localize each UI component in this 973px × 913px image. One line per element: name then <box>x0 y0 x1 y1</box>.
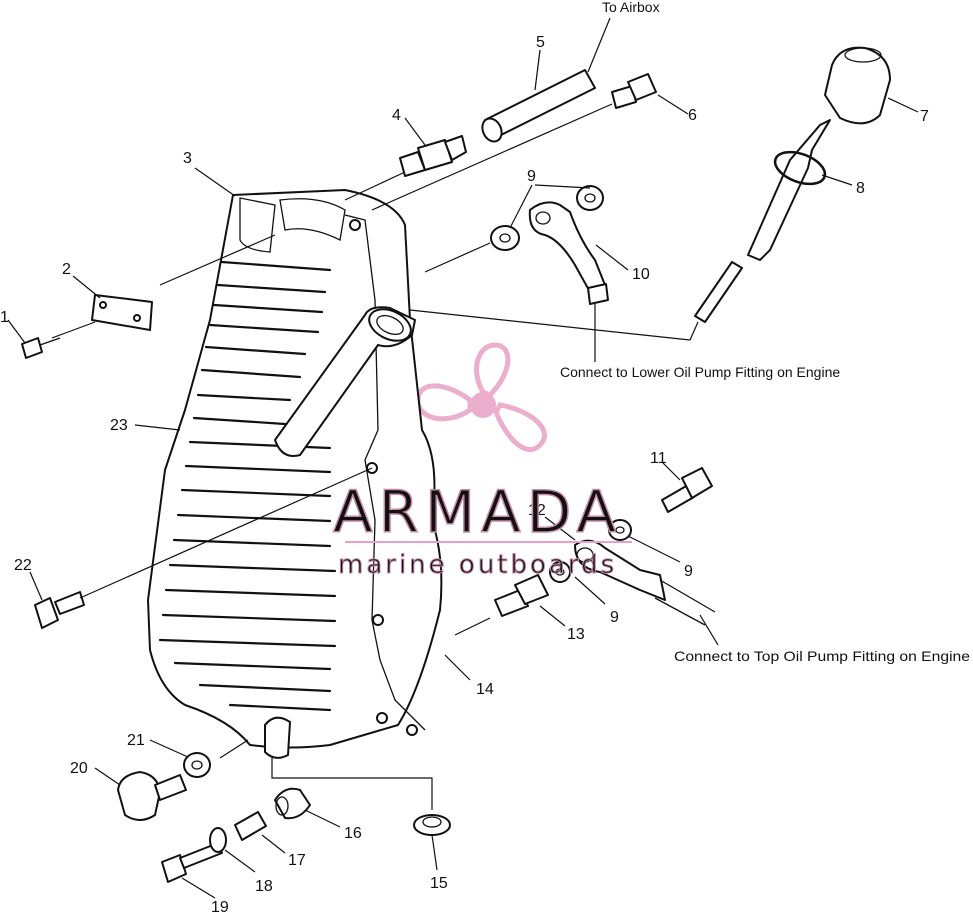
part-4-vent-fitting <box>344 135 467 201</box>
part-8-o-ring <box>773 150 827 186</box>
part-17-sleeve <box>234 811 267 841</box>
part-12-top-fitting <box>549 519 716 626</box>
part-11-bolt <box>661 467 713 513</box>
note-lower-oil-pump: Connect to Lower Oil Pump Fitting on Eng… <box>560 364 840 380</box>
callout-9-right: 9 <box>684 563 693 580</box>
part-16-bushing <box>274 787 311 820</box>
part-1-screw <box>21 321 96 359</box>
callout-17: 17 <box>288 852 306 869</box>
note-top-oil-pump: Connect to Top Oil Pump Fitting on Engin… <box>674 648 970 664</box>
armada-watermark-logo <box>415 342 547 452</box>
callout-22: 22 <box>14 557 32 574</box>
callout-12: 12 <box>528 502 546 519</box>
part-2-bracket <box>91 294 153 331</box>
part-15-grommet <box>413 814 451 836</box>
note-to-airbox: To Airbox <box>602 0 660 15</box>
part-10-lower-fitting <box>424 185 609 357</box>
callout-leaders <box>7 49 919 899</box>
callout-9-upper: 9 <box>527 168 536 185</box>
part-13-sensor <box>454 574 549 636</box>
part-6-bolt <box>371 73 657 211</box>
callout-1: 1 <box>0 309 9 326</box>
callout-3: 3 <box>183 150 192 167</box>
watermark-brand: ARMADA <box>333 478 622 546</box>
callout-10: 10 <box>632 266 650 283</box>
callout-4: 4 <box>392 107 401 124</box>
callout-11: 11 <box>650 450 667 467</box>
callout-5: 5 <box>536 34 545 51</box>
callout-19: 19 <box>211 899 229 913</box>
part-22-bolt <box>34 467 373 629</box>
callout-23: 23 <box>110 417 128 434</box>
callout-16: 16 <box>344 825 362 842</box>
callout-9-lower: 9 <box>610 609 619 626</box>
part-5-vent-hose <box>481 17 611 143</box>
callout-21: 21 <box>127 732 145 749</box>
connection-notes: To Airbox Connect to Lower Oil Pump Fitt… <box>560 0 970 664</box>
callout-6: 6 <box>688 107 697 124</box>
callout-18: 18 <box>255 878 273 895</box>
watermark-tagline: marine outboards <box>338 550 617 580</box>
armada-watermark-text: ARMADA marine outboards <box>332 477 632 581</box>
part-7-dipstick-cap <box>694 46 891 323</box>
part-20-drain-plug <box>117 739 249 821</box>
oil-tank <box>147 189 443 759</box>
callout-8: 8 <box>856 180 865 197</box>
callout-15: 15 <box>430 875 448 892</box>
callout-13: 13 <box>567 626 585 643</box>
callout-7: 7 <box>920 108 929 125</box>
callout-2: 2 <box>62 261 71 278</box>
callout-20: 20 <box>70 760 88 777</box>
callout-numbers: 1 2 3 4 5 6 7 8 9 9 9 10 11 12 13 14 15 … <box>0 34 929 913</box>
part-19-bolt <box>161 827 227 883</box>
callout-14: 14 <box>476 681 494 698</box>
